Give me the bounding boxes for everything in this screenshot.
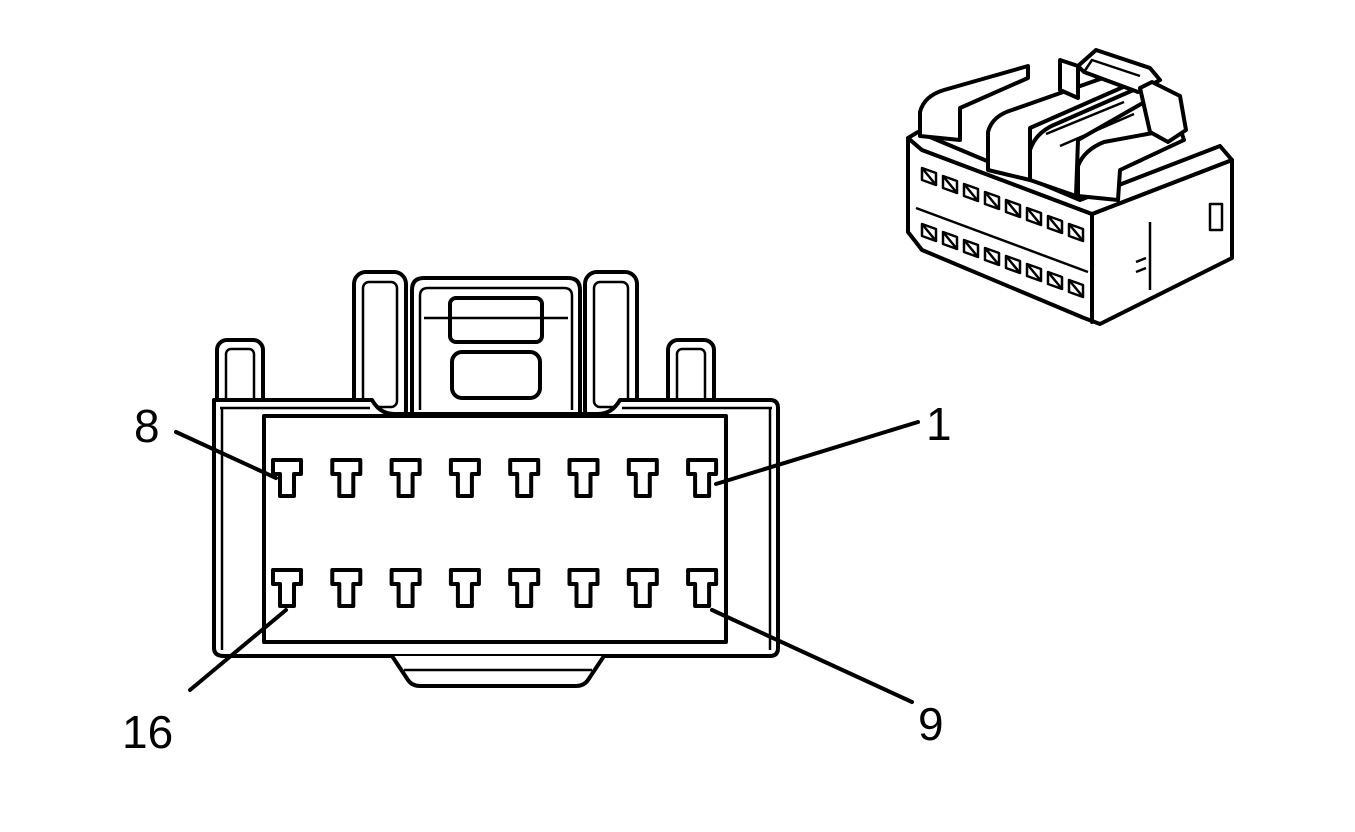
iso-latch-post-left [1058,58,1080,100]
iso-cavity-window-diagonal [1047,215,1063,234]
iso-cavity-window-diagonal [1026,207,1042,226]
pin-label-top-right: 1 [926,398,952,450]
iso-cavity-window-diagonal [984,191,1000,210]
pin-array [271,458,719,608]
iso-rib-middle [986,70,1132,182]
iso-cavity-window-diagonal [1068,279,1084,298]
iso-latch-post-right [1138,80,1188,144]
latch-window [450,350,542,400]
pin-terminal [271,458,303,498]
pin-terminal [567,458,600,498]
pin-terminal [626,458,659,498]
iso-latch-detail [1082,58,1141,78]
leader-line-bottom-left [188,608,288,692]
pin-cavity [262,414,728,644]
iso-rib-right [1076,126,1186,202]
leader-line-bottom-right [710,608,914,704]
connector-isometric-view [906,48,1234,326]
iso-cavity-window-diagonal [942,175,958,194]
iso-front-midline [915,206,1089,274]
pin-number-labels: 8 1 16 9 [122,398,952,758]
pin-terminal [508,458,541,498]
pin-terminal [330,458,363,498]
pin-terminal [389,568,422,608]
pin-terminal [508,568,541,608]
pin-terminal [271,568,303,608]
iso-side-tab [1208,202,1224,232]
iso-side-marks [1135,256,1147,274]
pin-terminal [330,568,363,608]
iso-top-rim [906,130,1234,216]
leader-line-top-left [174,430,278,480]
leader-line-top-right [714,420,920,486]
iso-cavity-window-diagonal [1026,263,1042,282]
iso-cavity-window-diagonal [921,167,937,186]
iso-cavity-window-diagonal [1047,271,1063,290]
right-tower-inner [592,280,630,409]
pin-label-bottom-left: 16 [122,706,173,758]
pin-label-bottom-right: 9 [918,698,944,750]
iso-cavity-window-diagonal [963,239,979,258]
iso-cavity-window-diagonal [942,231,958,250]
connector-face-view [212,270,780,688]
iso-cavity-window-diagonal [963,183,979,202]
pin-terminal [448,458,481,498]
iso-cavity-window-diagonal [1005,255,1021,274]
pin-label-top-left: 8 [134,400,160,452]
iso-cavity-window-diagonal [1068,223,1084,242]
iso-top-slots [1045,100,1135,148]
pin-terminal [626,568,659,608]
pin-terminal [448,568,481,608]
leader-lines [174,420,920,704]
latch-housing-inner [418,286,574,410]
iso-cavity-window-diagonal [1005,199,1021,218]
iso-rib-left [918,64,1030,142]
pin-terminal [686,568,719,608]
iso-rib-middle-inner [1028,86,1150,198]
latch-tab [448,296,544,344]
pin-terminal [389,458,422,498]
iso-cavity-window-diagonal [984,247,1000,266]
pin-terminal [567,568,600,608]
iso-cavity-windows [920,166,1085,299]
pin-terminal [686,458,719,498]
iso-cavity-window-diagonal [921,223,937,242]
